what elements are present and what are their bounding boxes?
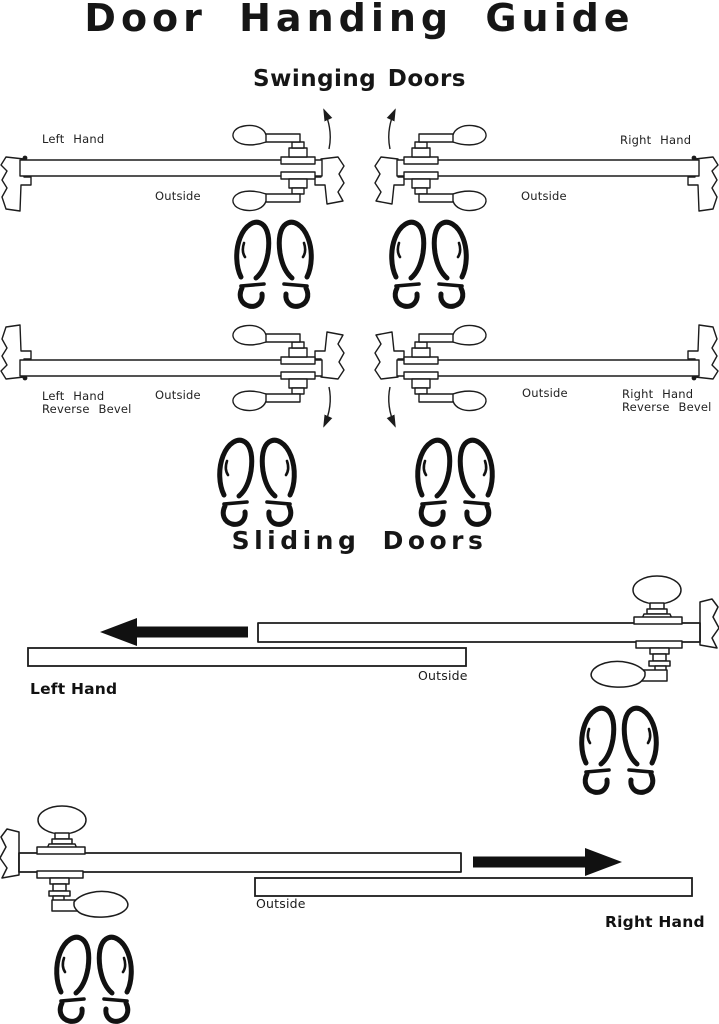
slide-label-right-hand: Right Hand (605, 913, 705, 931)
label-line1: Right Hand (622, 387, 694, 401)
slide-direction-arrow-left (100, 618, 248, 646)
footprints-icon (237, 222, 312, 306)
footprints-icon (582, 708, 657, 792)
slide-direction-arrow-right (473, 848, 622, 876)
fixed-panel-right-diagram (254, 877, 693, 897)
slide-label-left-hand: Left Hand (30, 680, 118, 698)
footprints-icon (57, 937, 132, 1021)
outside-label: Outside (521, 189, 567, 203)
fixed-panel-left-diagram (27, 647, 467, 667)
label-line2: Reverse Bevel (42, 401, 132, 416)
outside-label: Outside (256, 896, 306, 911)
sliding-door-left-hand (257, 575, 719, 689)
swing-label-right-hand-reverse-bevel: Right Hand Reverse Bevel (622, 388, 712, 413)
page-title: Door Handing Guide (84, 0, 635, 40)
footprints-icon (392, 222, 467, 306)
outside-label: Outside (418, 668, 468, 683)
swing-label-right-hand: Right Hand (620, 133, 692, 147)
outside-label: Outside (155, 388, 201, 402)
label-line1: Left Hand (42, 389, 105, 403)
outside-label: Outside (155, 189, 201, 203)
outside-label: Outside (522, 386, 568, 400)
sliding-doors-heading: Sliding Doors (231, 526, 488, 555)
sliding-door-right-hand (0, 805, 462, 919)
label-line2: Reverse Bevel (622, 399, 712, 414)
swinging-doors-heading: Swinging Doors (253, 66, 466, 92)
swing-label-left-hand-reverse-bevel: Left Hand Reverse Bevel (42, 390, 132, 415)
footprints-icon (418, 440, 493, 524)
swing-label-left-hand: Left Hand (42, 132, 105, 146)
footprints-icon (220, 440, 295, 524)
